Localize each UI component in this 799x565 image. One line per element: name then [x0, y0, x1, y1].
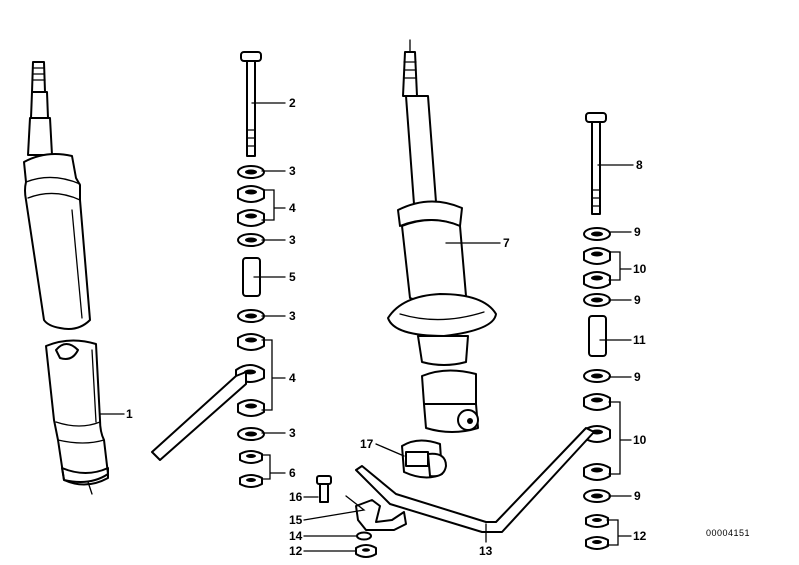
label-13: 13: [479, 544, 493, 558]
label-3-a: 3: [289, 164, 296, 178]
label-4-a: 4: [289, 201, 296, 215]
bolt-part-2[interactable]: [240, 51, 262, 157]
stabilizer-bar-part-13[interactable]: [355, 427, 595, 533]
label-16: 16: [289, 490, 303, 504]
label-3-c: 3: [289, 309, 296, 323]
washers-column-left[interactable]: [235, 165, 265, 488]
label-15: 15: [289, 513, 303, 527]
label-3-b: 3: [289, 233, 296, 247]
label-2: 2: [289, 96, 296, 110]
label-9-c: 9: [634, 370, 641, 384]
label-10-a: 10: [633, 262, 647, 276]
label-4-b: 4: [289, 371, 296, 385]
label-8: 8: [636, 158, 643, 172]
label-10-b: 10: [633, 433, 647, 447]
label-17: 17: [360, 437, 374, 451]
label-9-b: 9: [634, 293, 641, 307]
bolt-part-16[interactable]: [316, 475, 332, 503]
label-14: 14: [289, 529, 303, 543]
label-3-d: 3: [289, 426, 296, 440]
label-6: 6: [289, 466, 296, 480]
rubber-mount-part-17[interactable]: [401, 439, 447, 479]
shock-absorber-part-1[interactable]: [23, 61, 109, 495]
label-11: 11: [633, 333, 646, 347]
part-labels: 1 2 3 4 3 5 3 4 3 6 7 8 9 10 9 11 9 10 9…: [126, 96, 750, 558]
label-12-b: 12: [289, 544, 303, 558]
nut-part-12[interactable]: [355, 544, 377, 558]
label-9-d: 9: [634, 489, 641, 503]
document-number: 00004151: [706, 528, 750, 538]
shock-absorber-part-7[interactable]: [387, 39, 497, 433]
bracket-part-15[interactable]: [355, 499, 407, 531]
leader-lines: [99, 102, 634, 552]
label-9-a: 9: [634, 225, 641, 239]
bolt-part-8[interactable]: [585, 112, 607, 215]
washer-part-14[interactable]: [356, 531, 372, 541]
label-12-a: 12: [633, 529, 647, 543]
washers-column-right[interactable]: [583, 227, 611, 550]
label-5: 5: [289, 270, 296, 284]
stabilizer-arm-left[interactable]: [151, 371, 247, 461]
label-7: 7: [503, 236, 510, 250]
label-1: 1: [126, 407, 133, 421]
